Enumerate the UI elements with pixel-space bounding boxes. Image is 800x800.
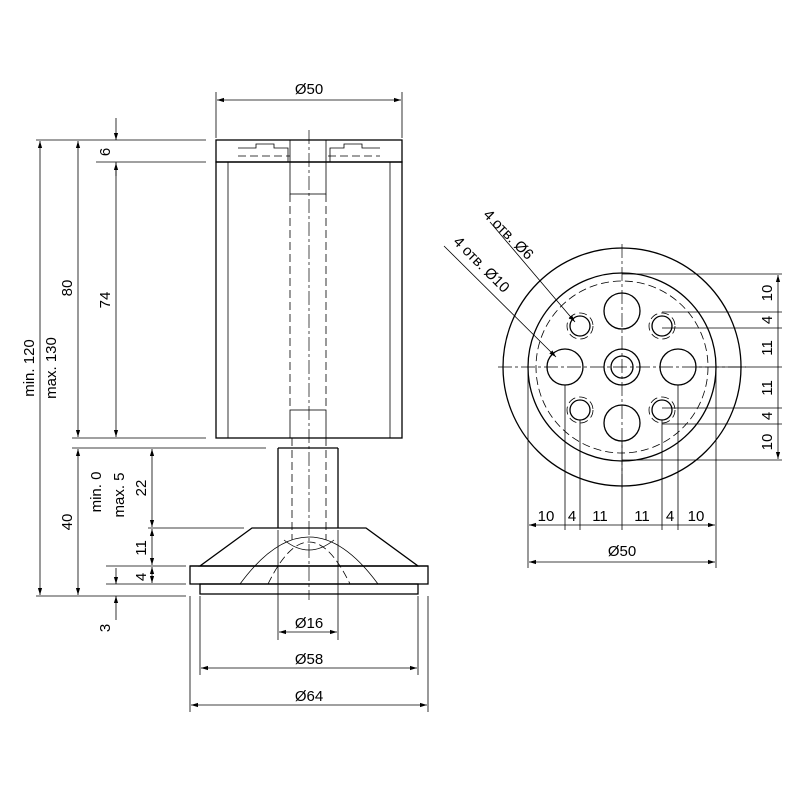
adjust-max-label: max. 5 bbox=[111, 472, 128, 517]
right-dim-value: 10 bbox=[759, 434, 776, 451]
side-labels: Ø50 6 74 80 min. 120 max. 130 min. 0 max… bbox=[21, 81, 323, 705]
bottom-dim-value: 11 bbox=[592, 508, 608, 525]
cone-height-label: 11 bbox=[133, 540, 150, 556]
bottom-dim-labels: 10 4 11 11 4 10 bbox=[538, 508, 705, 525]
holes-small-label: 4 отв. Ø6 bbox=[480, 206, 537, 263]
right-dim-value: 11 bbox=[759, 340, 776, 356]
plate-height-label: 4 bbox=[133, 573, 150, 581]
top-diameter-label: Ø50 bbox=[295, 81, 323, 98]
total-min-label: min. 120 bbox=[21, 339, 38, 397]
top-dimensions bbox=[443, 221, 782, 568]
bottom-dim-value: 11 bbox=[634, 508, 650, 525]
cap-height-label: 6 bbox=[97, 148, 114, 156]
right-dim-value: 4 bbox=[759, 412, 776, 420]
body-height-label: 80 bbox=[59, 280, 76, 297]
adjust-min-label: min. 0 bbox=[88, 472, 105, 513]
total-max-label: max. 130 bbox=[43, 337, 60, 399]
right-dim-value: 4 bbox=[759, 316, 776, 324]
pad-height-label: 3 bbox=[97, 624, 114, 632]
right-dim-value: 11 bbox=[759, 380, 776, 396]
bottom-dim-value: 4 bbox=[666, 508, 674, 525]
right-dim-value: 10 bbox=[759, 285, 776, 302]
bottom-dim-value: 4 bbox=[568, 508, 576, 525]
right-dim-labels: 10 4 11 11 4 10 bbox=[759, 285, 776, 451]
stem-diameter-label: Ø16 bbox=[295, 615, 323, 632]
side-dimensions bbox=[36, 92, 429, 712]
inner-height-label: 74 bbox=[97, 292, 114, 309]
pad-diameter-label: Ø58 bbox=[295, 651, 323, 668]
bottom-dim-value: 10 bbox=[538, 508, 555, 525]
base-diameter-label: Ø64 bbox=[295, 688, 323, 705]
overall-diameter-label: Ø50 bbox=[608, 543, 636, 560]
stem-height-label: 22 bbox=[133, 480, 150, 497]
side-view bbox=[189, 130, 429, 600]
holes-large-label: 4 отв. Ø10 bbox=[450, 233, 513, 296]
bottom-dim-value: 10 bbox=[688, 508, 705, 525]
base-height-label: 40 bbox=[59, 514, 76, 531]
